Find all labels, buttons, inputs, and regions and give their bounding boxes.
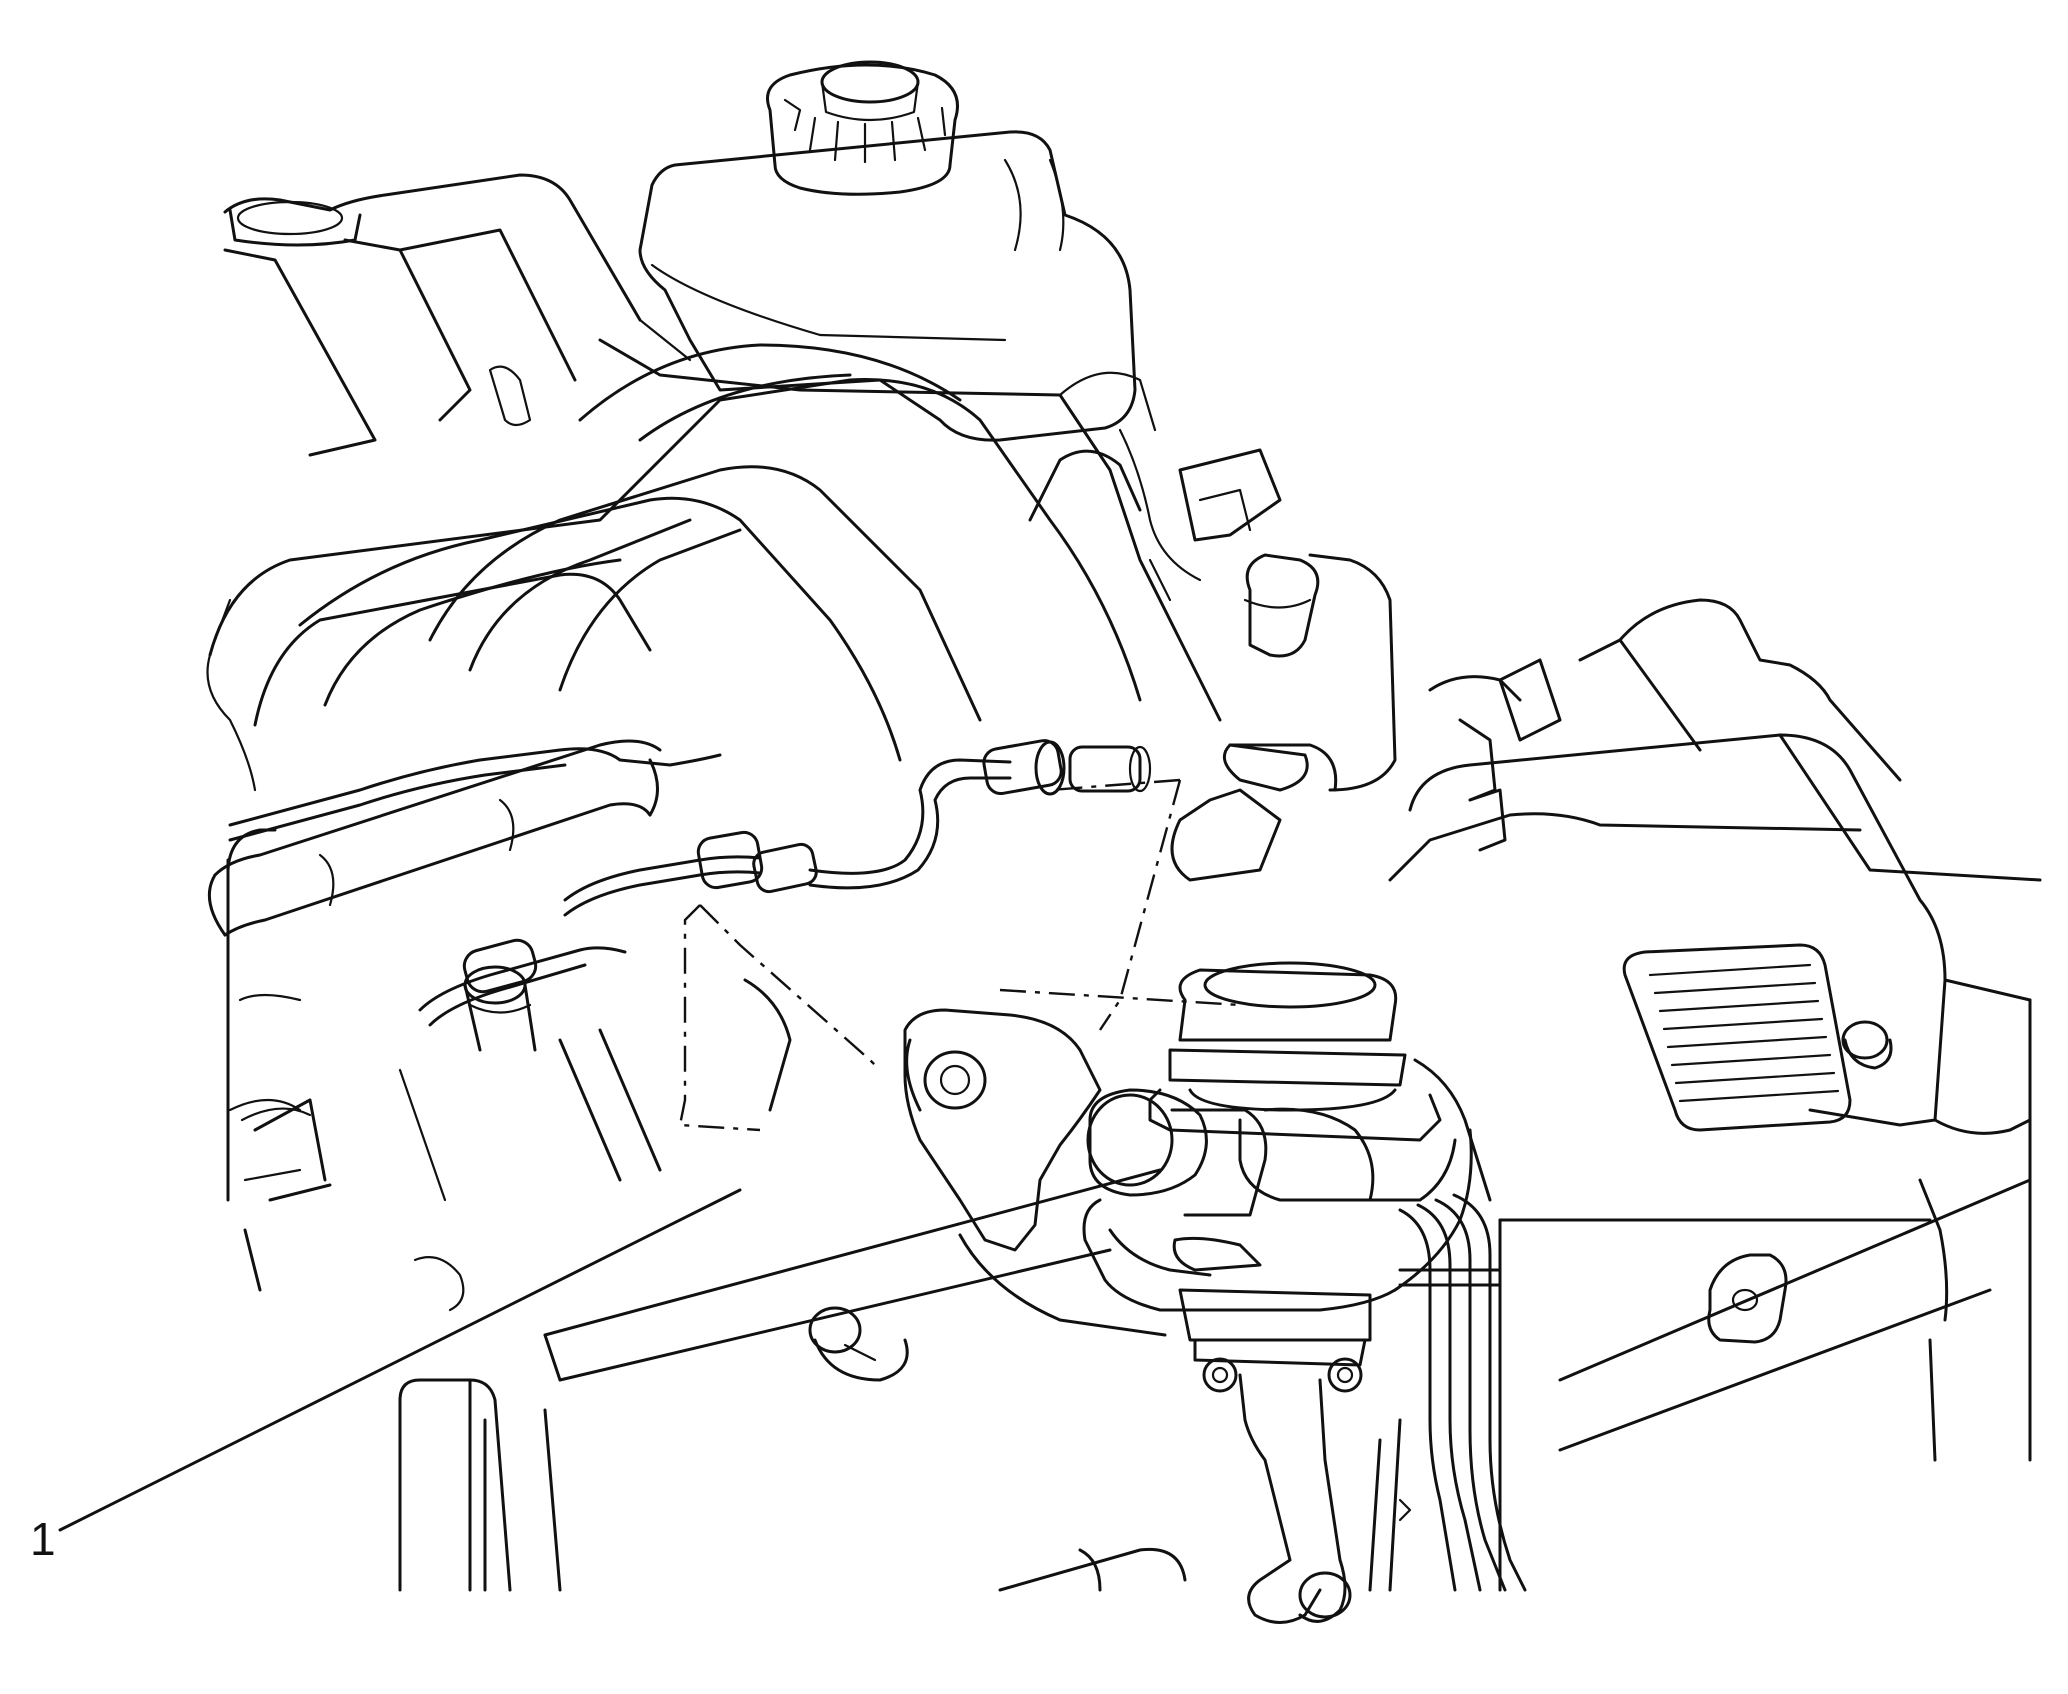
brake-lines [1398, 1058, 1527, 1592]
vacuum-hose-routing [228, 739, 1241, 1132]
mounting-bracket [903, 1008, 1167, 1337]
callout-1-leader-line [58, 1188, 742, 1532]
intake-manifold [206, 173, 1222, 792]
throttle-body [1028, 448, 1397, 882]
callout-1-label: 1 [30, 1513, 56, 1565]
secondary-air-valve [1082, 961, 1473, 1624]
left-edge-component [226, 828, 312, 1292]
engine-block [398, 1168, 1412, 1592]
valve-cover [1388, 598, 2042, 1592]
reservoir-cap [766, 60, 959, 196]
brake-fluid-reservoir [638, 130, 1137, 442]
fuel-rail-assembly [207, 739, 792, 1312]
